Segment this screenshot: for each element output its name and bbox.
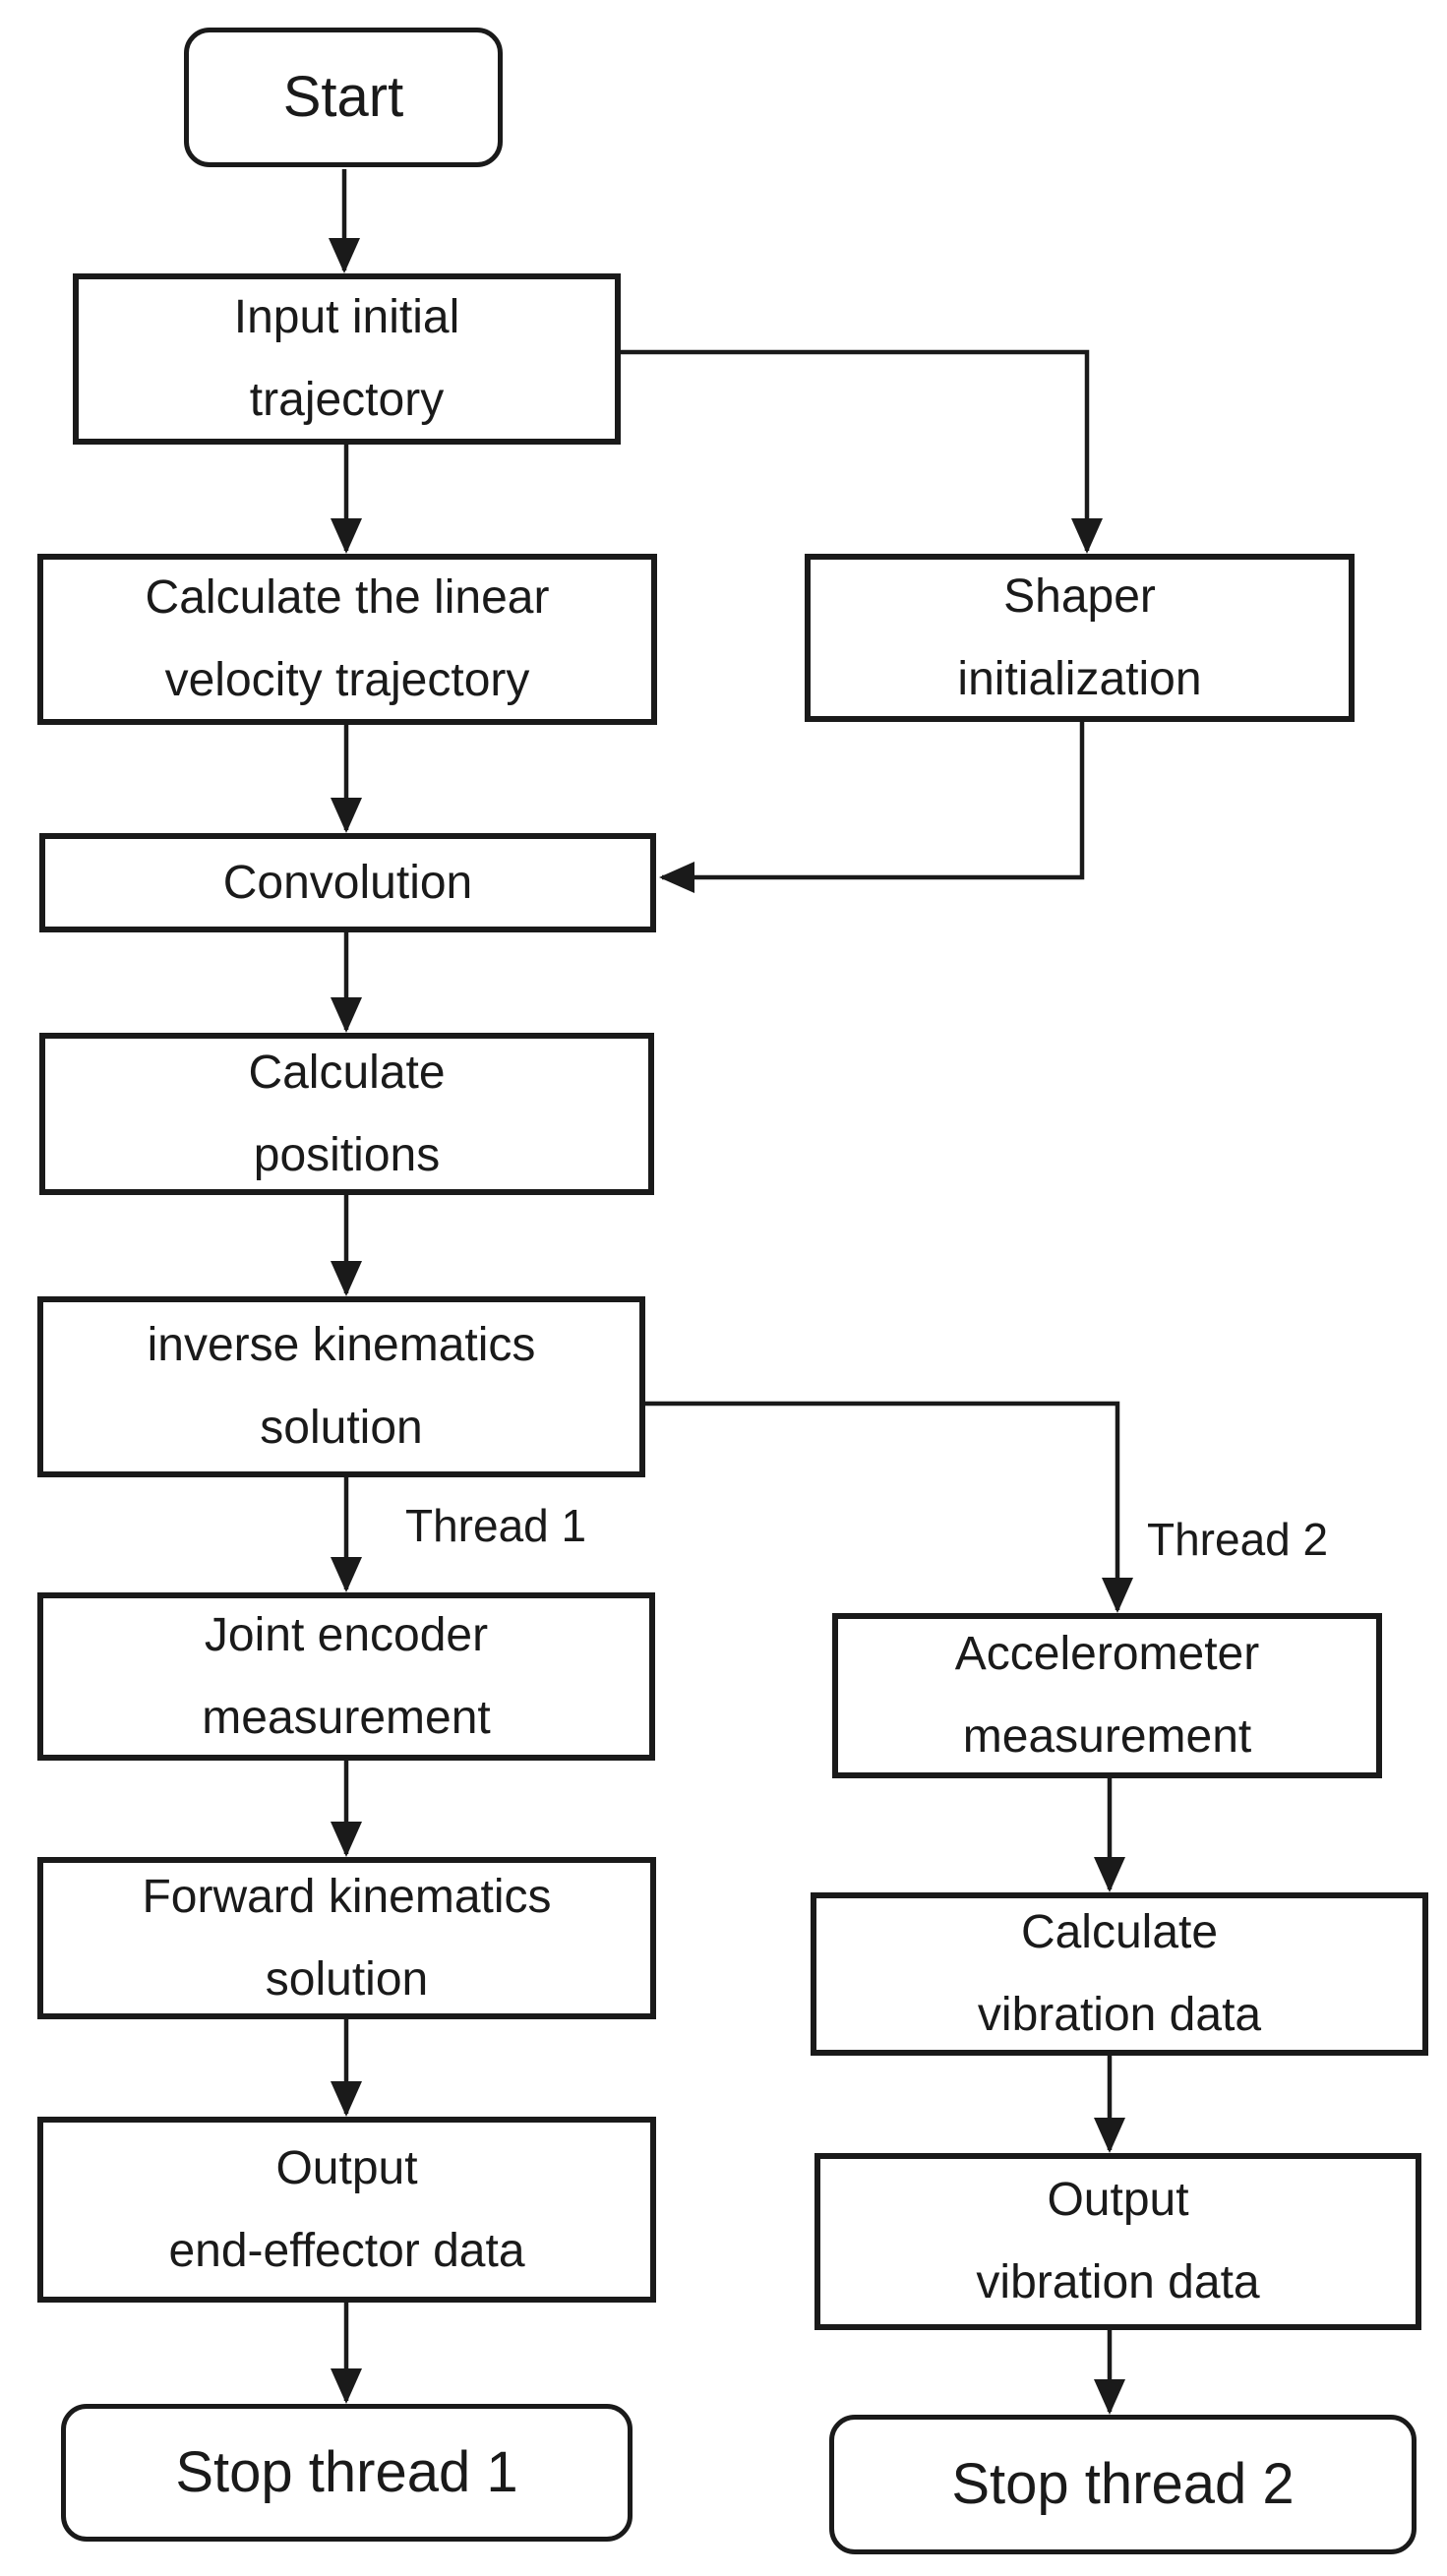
node-joint-encoder-measurement: Joint encoder measurement xyxy=(37,1592,655,1761)
node-label-line: Stop thread 2 xyxy=(951,2452,1295,2516)
thread-2-label: Thread 2 xyxy=(1147,1514,1329,1565)
node-calculate-vibration-data: Calculate vibration data xyxy=(811,1892,1428,2056)
node-accelerometer-measurement: Accelerometer measurement xyxy=(832,1613,1382,1778)
node-label-line: Input initial xyxy=(233,291,460,343)
node-label-line: Calculate the linear xyxy=(145,571,550,624)
node-output-vibration-data: Output vibration data xyxy=(814,2153,1421,2330)
arrow-shaper-to-convolution xyxy=(659,722,1085,893)
node-label-line: initialization xyxy=(957,652,1202,705)
node-label-line: measurement xyxy=(202,1691,491,1744)
node-calculate-linear-velocity-trajectory: Calculate the linear velocity trajectory xyxy=(37,554,657,725)
node-start: Start xyxy=(184,28,503,167)
node-label-line: Stop thread 1 xyxy=(175,2440,518,2504)
node-label-line: solution xyxy=(260,1402,423,1454)
node-stop-thread-2: Stop thread 2 xyxy=(829,2415,1417,2554)
arrow-input-to-shaper xyxy=(621,349,1103,554)
node-label-line: end-effector data xyxy=(168,2224,525,2277)
node-label-line: solution xyxy=(265,1952,429,2006)
node-label-line: Joint encoder xyxy=(204,1608,489,1661)
node-label-line: measurement xyxy=(962,1710,1252,1763)
thread-1-label: Thread 1 xyxy=(405,1500,587,1551)
node-shaper-initialization: Shaper initialization xyxy=(805,554,1355,722)
node-label-line: Calculate xyxy=(1020,1906,1219,1958)
node-label-line: Output xyxy=(275,2141,418,2194)
node-forward-kinematics-solution: Forward kinematics solution xyxy=(37,1857,656,2019)
node-label-line: vibration data xyxy=(977,1989,1262,2041)
node-label-line: Convolution xyxy=(222,856,473,909)
node-label-line: trajectory xyxy=(249,374,445,426)
node-calculate-positions: Calculate positions xyxy=(39,1033,654,1195)
node-label-line: Forward kinematics xyxy=(142,1870,552,1923)
arrow-inverse-kinematics-to-accelerometer xyxy=(645,1401,1133,1613)
node-label-line: inverse kinematics xyxy=(147,1319,536,1371)
node-label-line: Output xyxy=(1047,2174,1189,2226)
node-output-end-effector-data: Output end-effector data xyxy=(37,2117,656,2303)
node-label-line: Start xyxy=(282,65,404,129)
node-inverse-kinematics-solution: inverse kinematics solution xyxy=(37,1296,645,1477)
node-label-line: Accelerometer xyxy=(954,1628,1260,1680)
node-convolution: Convolution xyxy=(39,833,656,932)
node-input-initial-trajectory: Input initial trajectory xyxy=(73,273,621,445)
node-stop-thread-1: Stop thread 1 xyxy=(61,2404,633,2542)
node-label-line: Shaper xyxy=(1003,569,1156,623)
node-label-line: positions xyxy=(253,1128,441,1181)
node-label-line: Calculate xyxy=(248,1046,446,1099)
node-label-line: velocity trajectory xyxy=(164,654,530,706)
node-label-line: vibration data xyxy=(976,2256,1260,2308)
